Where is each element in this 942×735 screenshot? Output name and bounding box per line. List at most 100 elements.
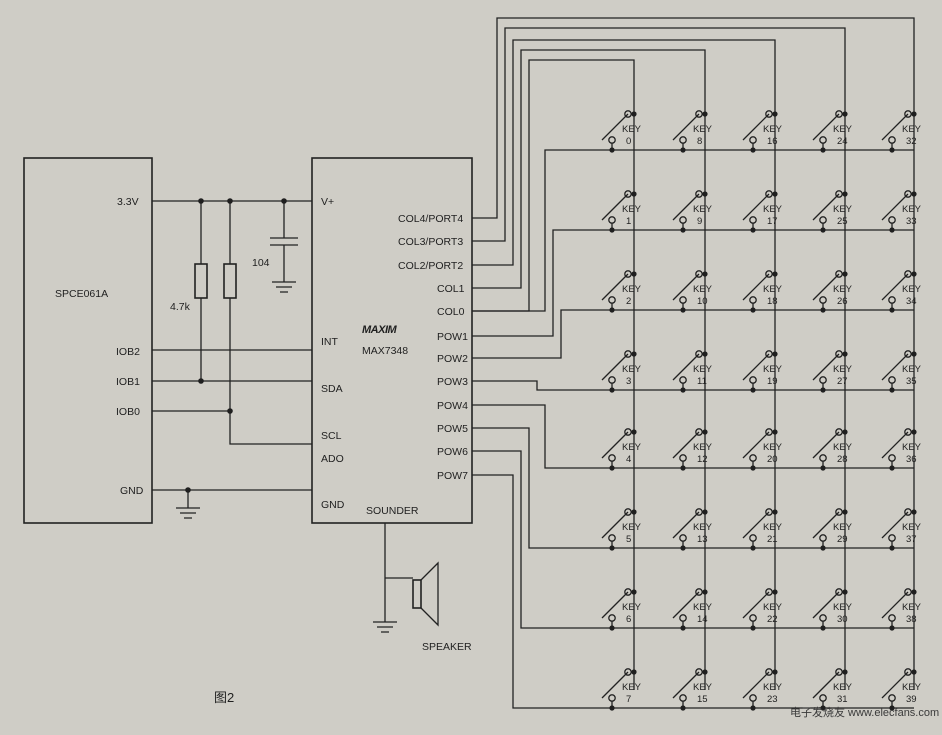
- key-contact-icon: [819, 376, 827, 384]
- key-number: 38: [906, 614, 917, 625]
- mcu-body: [23, 157, 153, 524]
- key-label: KEY: [693, 364, 713, 375]
- junction-dot: [631, 191, 637, 197]
- junction-dot: [772, 111, 778, 117]
- key-contact-icon: [679, 296, 687, 304]
- junction-dot: [889, 227, 895, 233]
- junction-dot: [911, 111, 917, 117]
- key-number: 26: [837, 296, 848, 307]
- key-label: KEY: [833, 442, 853, 453]
- ic-pin-vplus: V+: [321, 196, 334, 208]
- key-switch-blade: [601, 273, 629, 301]
- key-label: KEY: [833, 204, 853, 215]
- key-contact-icon: [679, 694, 687, 702]
- junction-dot: [750, 387, 756, 393]
- junction-dot: [889, 625, 895, 631]
- key-contact-icon: [749, 614, 757, 622]
- ic-pin-int: INT: [321, 336, 339, 348]
- junction-dot: [609, 227, 615, 233]
- junction-dot: [772, 351, 778, 357]
- junction-dot: [702, 191, 708, 197]
- key-contact-icon: [819, 296, 827, 304]
- key-label: KEY: [902, 204, 922, 215]
- key-contact-icon: [679, 454, 687, 462]
- junction-dot: [772, 589, 778, 595]
- key-number: 27: [837, 376, 848, 387]
- key-label: KEY: [763, 204, 783, 215]
- junction-dot: [631, 669, 637, 675]
- key-label: KEY: [902, 522, 922, 533]
- key-switch-blade: [812, 511, 840, 539]
- key-label: KEY: [693, 522, 713, 533]
- key-contact-icon: [608, 454, 616, 462]
- junction-dot: [609, 545, 615, 551]
- key-switch-blade: [742, 671, 770, 699]
- speaker-icon: [412, 579, 422, 609]
- key-switch-blade: [812, 671, 840, 699]
- resistor-label: 4.7k: [170, 301, 191, 313]
- key-switch-blade: [672, 511, 700, 539]
- junction-dot: [889, 147, 895, 153]
- junction-dot: [631, 509, 637, 515]
- junction-dot: [609, 625, 615, 631]
- junction-dot: [680, 227, 686, 233]
- junction-dot: [772, 429, 778, 435]
- key-label: KEY: [693, 682, 713, 693]
- junction-dot: [772, 271, 778, 277]
- key-number: 13: [697, 534, 708, 545]
- key-switch-blade: [881, 113, 909, 141]
- key-switch-blade: [742, 273, 770, 301]
- key-number: 24: [837, 136, 848, 147]
- ic-pin-pow7: POW7: [437, 470, 468, 482]
- key-label: KEY: [763, 364, 783, 375]
- key-number: 22: [767, 614, 778, 625]
- resistor-r2: [223, 263, 237, 299]
- key-label: KEY: [693, 284, 713, 295]
- junction-dot: [820, 545, 826, 551]
- row-bus-0: [472, 149, 914, 312]
- junction-dot: [889, 545, 895, 551]
- key-switch-blade: [742, 431, 770, 459]
- junction-dot: [680, 147, 686, 153]
- junction-dot: [680, 545, 686, 551]
- key-label: KEY: [833, 124, 853, 135]
- key-contact-icon: [749, 216, 757, 224]
- key-switch-blade: [601, 591, 629, 619]
- ic-pin-col2: COL2/PORT2: [398, 260, 463, 272]
- key-contact-icon: [888, 694, 896, 702]
- key-label: KEY: [622, 682, 642, 693]
- key-switch-blade: [601, 671, 629, 699]
- key-contact-icon: [608, 614, 616, 622]
- junction-dot: [772, 669, 778, 675]
- key-number: 28: [837, 454, 848, 465]
- key-number: 30: [837, 614, 848, 625]
- key-contact-icon: [819, 216, 827, 224]
- junction-dot: [609, 147, 615, 153]
- junction-dot: [750, 545, 756, 551]
- ic-pin-pow1: POW1: [437, 331, 468, 343]
- key-number: 11: [697, 376, 707, 387]
- junction-dot: [772, 191, 778, 197]
- key-label: KEY: [693, 442, 713, 453]
- key-contact-icon: [608, 136, 616, 144]
- row-bus-5: [472, 427, 914, 549]
- junction-dot: [750, 465, 756, 471]
- junction-dot: [750, 307, 756, 313]
- mcu-ic-wiring: 4.7k 104: [152, 198, 312, 519]
- key-contact-icon: [679, 216, 687, 224]
- mcu-pin-gnd: GND: [120, 485, 144, 497]
- key-switch-blade: [742, 193, 770, 221]
- junction-dot: [889, 465, 895, 471]
- key-number: 8: [697, 136, 702, 147]
- junction-dot: [911, 271, 917, 277]
- row-bus-2: [472, 309, 914, 359]
- key-contact-icon: [749, 136, 757, 144]
- key-contact-icon: [888, 534, 896, 542]
- key-number: 3: [626, 376, 631, 387]
- junction-dot: [842, 429, 848, 435]
- junction-dot: [889, 307, 895, 313]
- key-label: KEY: [763, 682, 783, 693]
- key-number: 6: [626, 614, 631, 625]
- key-label: KEY: [622, 124, 642, 135]
- ic-pin-pow6: POW6: [437, 446, 468, 458]
